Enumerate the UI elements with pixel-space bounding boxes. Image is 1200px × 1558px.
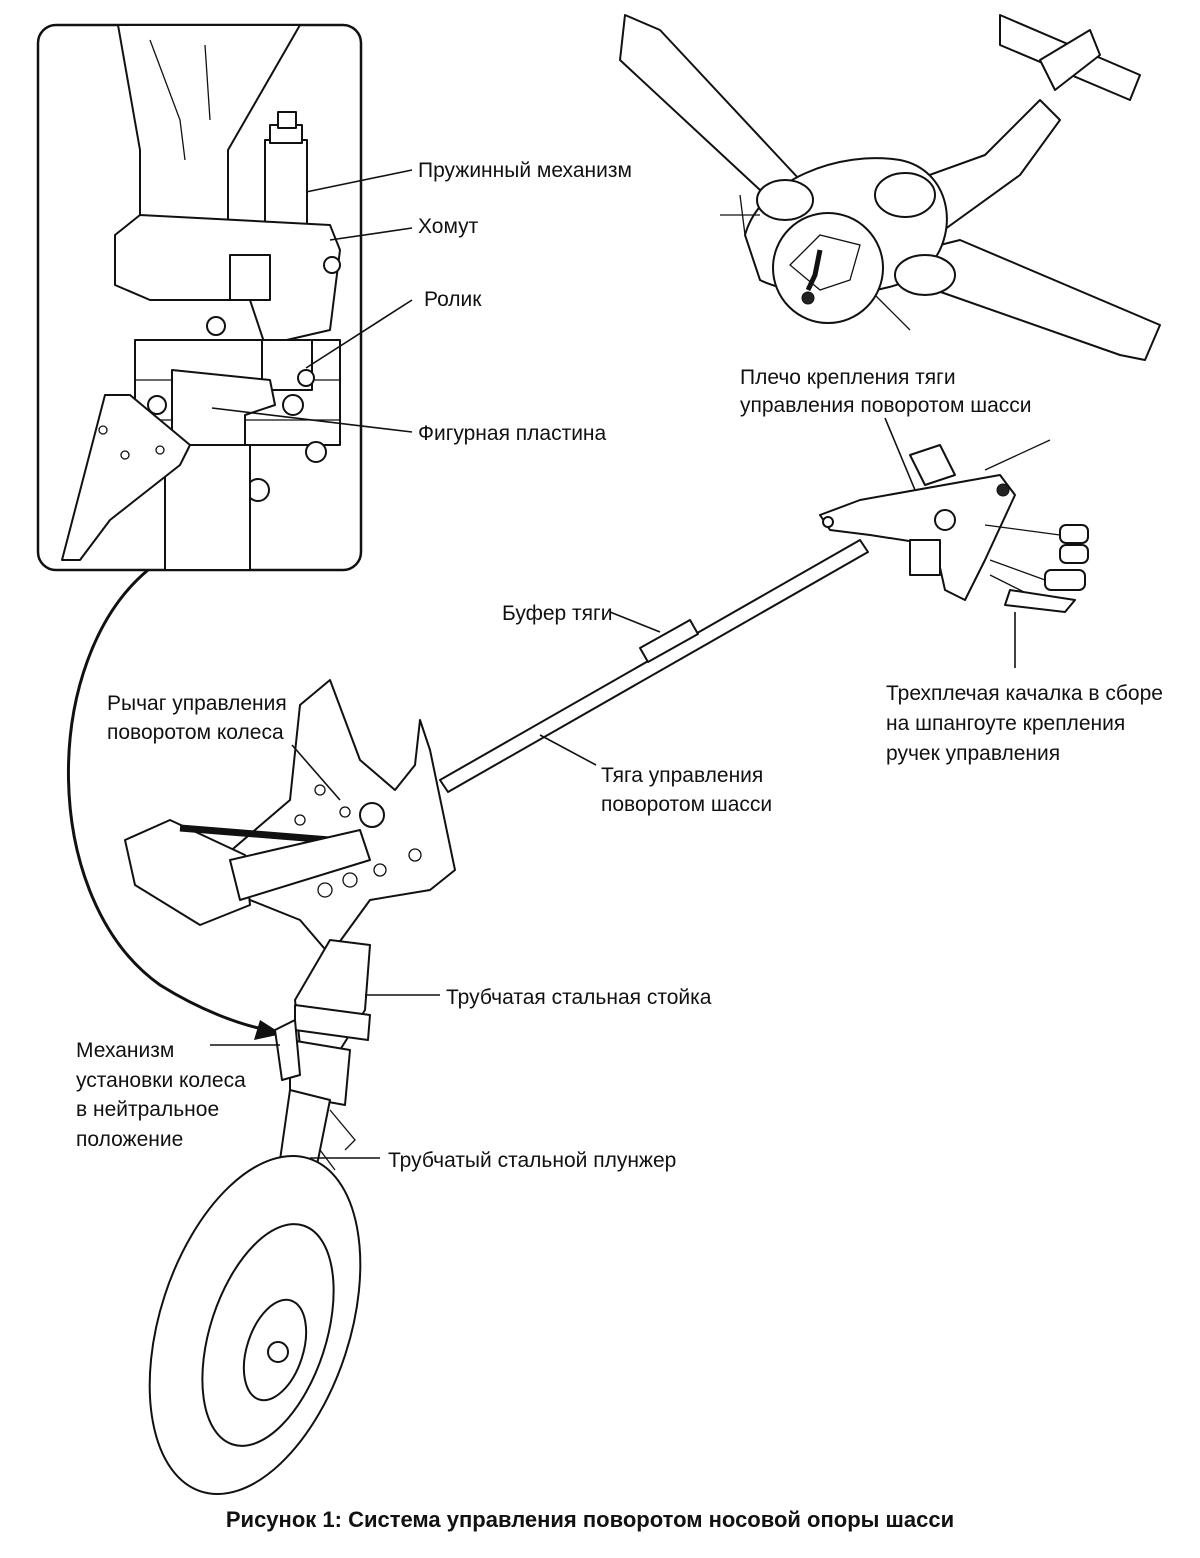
label-bellcrank-line3: ручек управления [886, 742, 1060, 765]
label-rod-line2: поворотом шасси [601, 793, 772, 816]
label-roller: Ролик [424, 288, 482, 311]
label-bellcrank-line2: на шпангоуте крепления [886, 712, 1125, 735]
label-arm-line1: Плечо крепления тяги [740, 366, 956, 389]
bellcrank-assembly [819, 439, 1089, 613]
label-buffer: Буфер тяги [502, 602, 612, 625]
label-plunger: Трубчатый стальной плунжер [388, 1149, 676, 1172]
label-rod-line1: Тяга управления [601, 764, 763, 787]
leader-lines [210, 169, 1016, 1159]
label-bellcrank-line1: Трехплечая качалка в сборе [886, 682, 1163, 705]
label-strut: Трубчатая стальная стойка [446, 986, 712, 1009]
label-centering-line4: положение [76, 1128, 183, 1151]
label-centering-line3: в нейтральное [76, 1098, 219, 1121]
label-clamp: Хомут [418, 215, 479, 238]
label-lever-line2: поворотом колеса [107, 721, 284, 744]
label-arm-line2: управления поворотом шасси [740, 394, 1032, 417]
detail-callout-arrow [66, 568, 269, 1032]
nose-gear-assembly [124, 679, 456, 1496]
label-centering-line1: Механизм [76, 1039, 174, 1062]
label-centering-line2: установки колеса [76, 1069, 246, 1092]
figure-caption: Рисунок 1: Система управления поворотом … [226, 1507, 954, 1532]
steering-rod [439, 539, 869, 793]
label-shaped-plate: Фигурная пластина [418, 422, 607, 445]
aircraft-silhouette [619, 14, 1161, 361]
label-spring-mechanism: Пружинный механизм [418, 159, 632, 182]
label-lever-line1: Рычаг управления [107, 692, 287, 715]
detail-inset [36, 23, 363, 572]
